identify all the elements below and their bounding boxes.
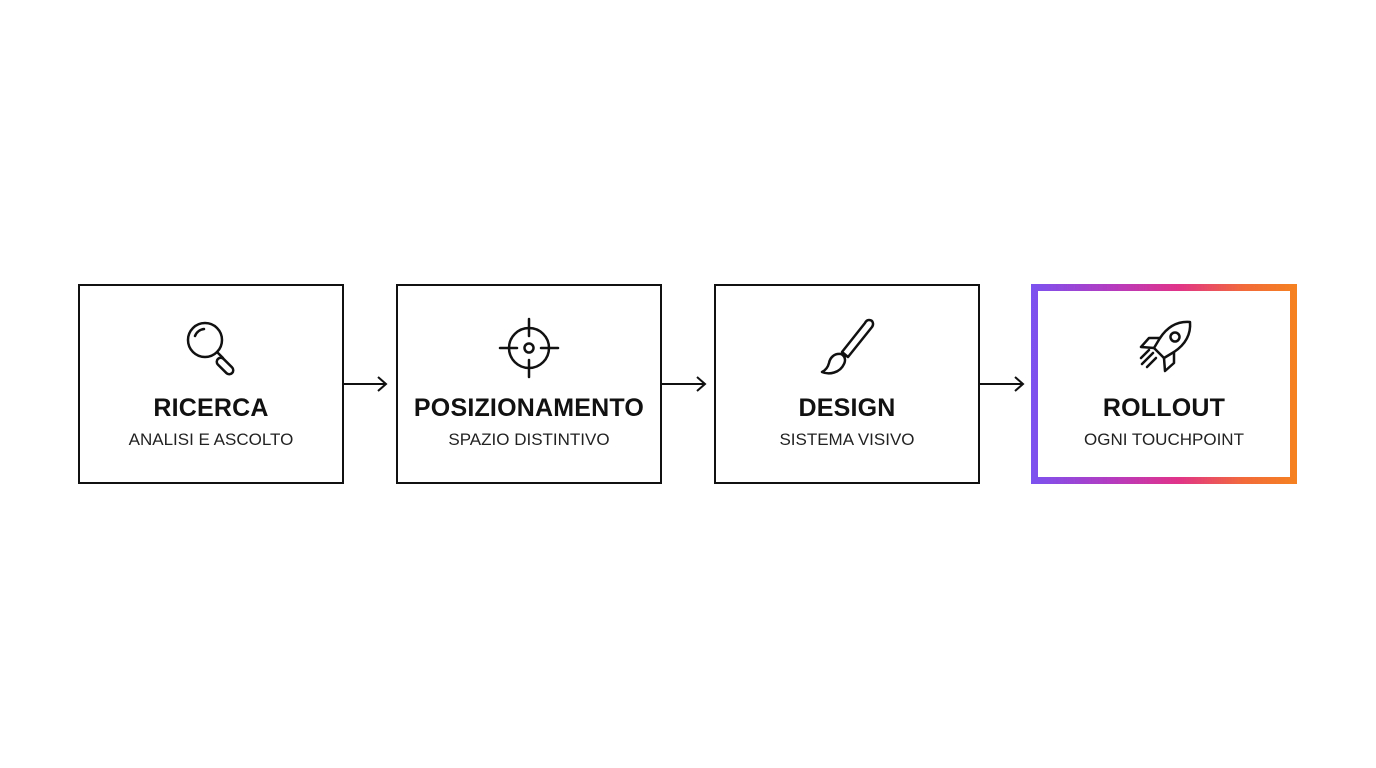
- step-title: POSIZIONAMENTO: [413, 394, 645, 422]
- arrow-right-icon: [980, 376, 1025, 392]
- step-subtitle: ANALISI E ASCOLTO: [128, 430, 294, 449]
- step-posizionamento: POSIZIONAMENTO SPAZIO DISTINTIVO: [396, 284, 662, 484]
- step-title: RICERCA: [153, 394, 269, 422]
- step-title: DESIGN: [798, 394, 896, 422]
- step-title: ROLLOUT: [1102, 394, 1226, 422]
- paintbrush-icon: [716, 316, 978, 380]
- step-ricerca: RICERCA ANALISI E ASCOLTO: [78, 284, 344, 484]
- step-subtitle: OGNI TOUCHPOINT: [1084, 430, 1244, 449]
- crosshair-icon: [398, 316, 660, 380]
- step-design: DESIGN SISTEMA VISIVO: [714, 284, 980, 484]
- step-rollout: ROLLOUT OGNI TOUCHPOINT: [1031, 284, 1297, 484]
- step-subtitle: SPAZIO DISTINTIVO: [448, 430, 610, 449]
- rocket-icon: [1038, 316, 1290, 380]
- magnifier-icon: [80, 316, 342, 380]
- step-subtitle: SISTEMA VISIVO: [779, 430, 915, 449]
- arrow-right-icon: [343, 376, 388, 392]
- arrow-right-icon: [662, 376, 707, 392]
